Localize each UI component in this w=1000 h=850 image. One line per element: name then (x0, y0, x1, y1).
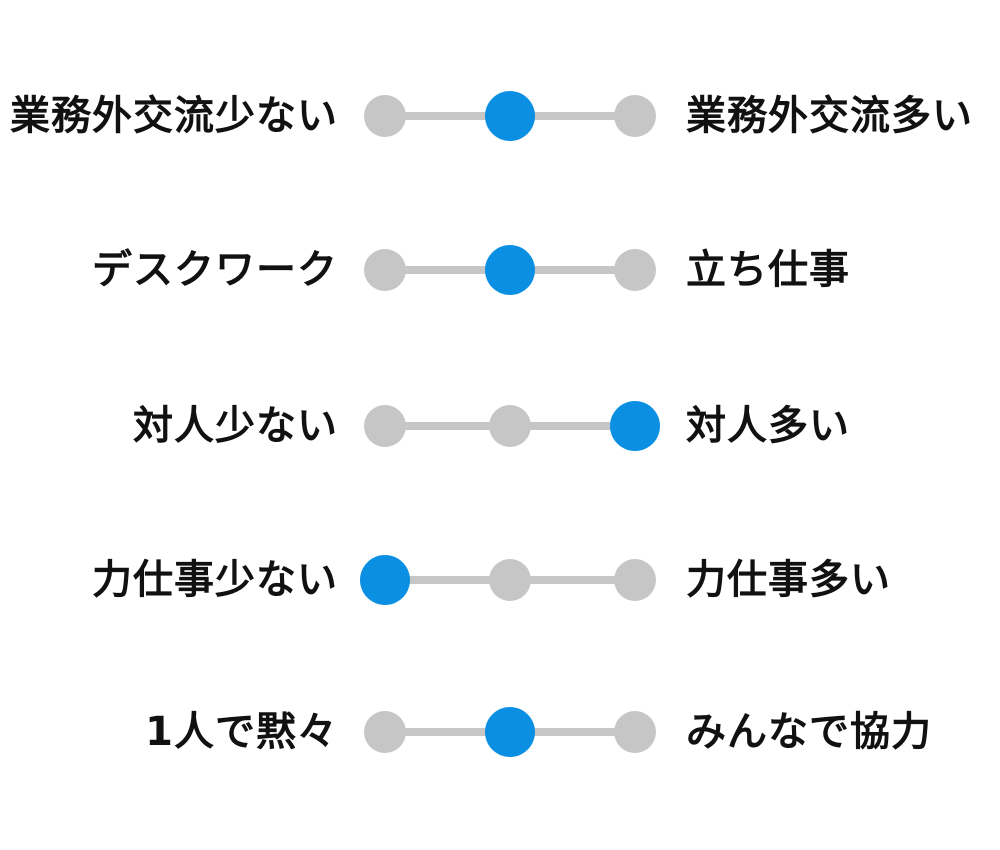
scale-left-label: 力仕事少ない (92, 557, 338, 603)
slider-stop[interactable] (489, 405, 531, 447)
slider-stop[interactable] (614, 95, 656, 137)
scale-row-people-contact: 対人少ない 対人多い (0, 386, 1000, 466)
scale-right-label: 立ち仕事 (686, 247, 850, 293)
slider-knob[interactable] (360, 555, 410, 605)
scale-right-label: 対人多い (686, 403, 850, 449)
slider-stop[interactable] (364, 405, 406, 447)
scale-right-label: 力仕事多い (686, 557, 891, 603)
scale-slider[interactable] (360, 401, 660, 451)
scale-row-desk-standing: デスクワーク 立ち仕事 (0, 230, 1000, 310)
scale-row-solo-team: 1人で黙々 みんなで協力 (0, 692, 1000, 772)
slider-stop[interactable] (489, 559, 531, 601)
slider-knob[interactable] (485, 91, 535, 141)
scale-right-label: 業務外交流多い (686, 93, 973, 139)
scale-slider[interactable] (360, 707, 660, 757)
slider-stop[interactable] (614, 559, 656, 601)
scale-left-label: 対人少ない (133, 403, 338, 449)
slider-stop[interactable] (614, 249, 656, 291)
scale-right-label: みんなで協力 (686, 709, 932, 755)
slider-stop[interactable] (364, 711, 406, 753)
scale-slider[interactable] (360, 91, 660, 141)
slider-stop[interactable] (364, 249, 406, 291)
scale-row-physical-work: 力仕事少ない 力仕事多い (0, 540, 1000, 620)
scale-slider[interactable] (360, 555, 660, 605)
slider-knob[interactable] (485, 245, 535, 295)
scale-slider[interactable] (360, 245, 660, 295)
scale-row-work-interaction: 業務外交流少ない 業務外交流多い (0, 76, 1000, 156)
slider-stop[interactable] (614, 711, 656, 753)
scale-left-label: デスクワーク (92, 247, 338, 293)
slider-knob[interactable] (485, 707, 535, 757)
slider-stop[interactable] (364, 95, 406, 137)
slider-knob[interactable] (610, 401, 660, 451)
scale-left-label: 業務外交流少ない (10, 93, 338, 139)
scale-left-label: 1人で黙々 (145, 709, 338, 755)
